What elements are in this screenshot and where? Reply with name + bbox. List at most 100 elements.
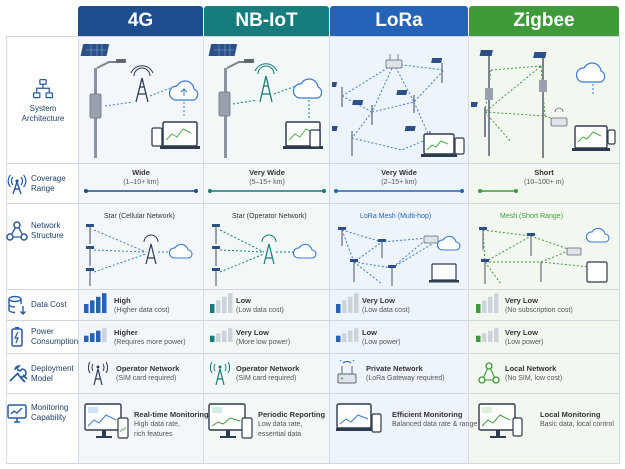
grid-line	[203, 36, 204, 464]
network-lora-title: LoRa Mesh (Multi-hop)	[360, 213, 432, 220]
level-bar	[488, 296, 493, 313]
coverage-lora-sub: (2–15+ km)	[381, 179, 417, 186]
monitoring-4g-sub: High data rate,	[134, 421, 180, 428]
power-zigbee-title: Very Low	[505, 328, 538, 337]
grid-line	[6, 36, 7, 464]
level-bar	[342, 300, 347, 313]
grid-line	[6, 36, 619, 37]
grid-line	[6, 353, 619, 354]
header-4g: 4G	[78, 6, 203, 36]
level-bar	[84, 335, 89, 342]
level-bar	[336, 335, 341, 342]
grid-line	[6, 463, 619, 464]
level-bar	[90, 333, 95, 342]
deployment-zigbee-sub: (No SIM, low cost)	[505, 375, 563, 382]
monitoring-nbiot-sub2: essential data	[258, 431, 302, 438]
grid-line	[78, 36, 79, 464]
grid-line	[468, 36, 469, 464]
level-bar	[348, 296, 353, 313]
datacost-lora-sub: (Low data cost)	[362, 307, 410, 314]
level-bar	[222, 330, 227, 342]
network-nbiot-diagram	[206, 222, 328, 288]
datacost-nbiot-title: Low	[236, 296, 251, 305]
local-network-icon	[478, 360, 500, 386]
datacost-zigbee-level	[476, 293, 500, 315]
grid-line	[6, 320, 619, 321]
level-bar	[354, 293, 359, 313]
datacost-zigbee-sub: (No subscription cost)	[505, 307, 573, 314]
gateway-icon	[336, 360, 358, 386]
antenna-icon	[7, 174, 27, 195]
coverage-nbiot-title: Very Wide	[249, 168, 285, 177]
monitoring-zigbee-title: Local Monitoring	[540, 410, 601, 419]
datacost-4g-title: High	[114, 296, 131, 305]
level-bar	[342, 333, 347, 342]
level-bar	[210, 304, 215, 313]
dashboard-device-icon	[478, 402, 524, 442]
level-bar	[96, 330, 101, 342]
deployment-4g-title: Operator Network	[116, 364, 180, 373]
level-bar	[476, 335, 481, 342]
monitoring-zigbee-sub: Basic data, local control	[540, 421, 614, 428]
power-nbiot-level	[210, 328, 234, 344]
level-bar	[96, 296, 101, 313]
coverage-zigbee-sub: (10–100+ m)	[524, 179, 564, 186]
network-4g-title: Star (Cellular Network)	[104, 213, 175, 220]
level-bar	[228, 328, 233, 342]
tower-icon	[88, 360, 108, 386]
dashboard-device-icon	[84, 402, 130, 442]
level-bar	[228, 293, 233, 313]
level-bar	[222, 296, 227, 313]
power-lora-level	[336, 328, 360, 344]
monitoring-lora-title: Efficient Monitoring	[392, 410, 463, 419]
power-zigbee-level	[476, 328, 500, 344]
header-lora: LoRa	[330, 6, 468, 36]
level-bar	[210, 335, 215, 342]
grid-line	[619, 36, 620, 464]
level-bar	[482, 333, 487, 342]
level-bar	[102, 293, 107, 313]
coverage-zigbee-title: Short	[534, 168, 554, 177]
datacost-lora-level	[336, 293, 360, 315]
network-nodes-icon	[6, 221, 28, 241]
datacost-lora-title: Very Low	[362, 296, 395, 305]
level-bar	[348, 330, 353, 342]
power-nbiot-title: Very Low	[236, 328, 269, 337]
level-bar	[84, 304, 89, 313]
level-bar	[216, 333, 221, 342]
architecture-nbiot	[206, 40, 328, 162]
coverage-4g-bar	[84, 188, 198, 194]
dashboard-device-icon	[336, 402, 382, 442]
header-zigbee: Zigbee	[469, 6, 619, 36]
power-4g-level	[84, 328, 108, 344]
power-lora-sub: (Low power)	[362, 339, 401, 346]
network-zigbee-diagram	[471, 222, 617, 288]
power-4g-sub: (Requires more power)	[114, 339, 186, 346]
architecture-4g	[80, 40, 202, 162]
coverage-lora-title: Very Wide	[381, 168, 417, 177]
level-bar	[482, 300, 487, 313]
deployment-lora-title: Private Network	[366, 364, 423, 373]
datacost-nbiot-level	[210, 293, 234, 315]
row-label-datacost: Data Cost	[6, 290, 80, 319]
monitoring-4g-sub2: rich features	[134, 431, 173, 438]
level-bar	[494, 293, 499, 313]
datacost-zigbee-title: Very Low	[505, 296, 538, 305]
coverage-4g-sub: (1–10+ km)	[123, 179, 159, 186]
level-bar	[102, 328, 107, 342]
architecture-zigbee	[471, 40, 617, 162]
network-zigbee-title: Mesh (Short Range)	[500, 213, 564, 220]
wrench-screwdriver-icon	[9, 364, 28, 383]
header-nbiot: NB-IoT	[204, 6, 329, 36]
database-cost-icon	[8, 295, 26, 315]
monitor-chart-icon	[7, 404, 27, 423]
grid-line	[329, 36, 330, 464]
level-bar	[476, 304, 481, 313]
monitoring-nbiot-title: Periodic Reporting	[258, 410, 326, 419]
hierarchy-icon	[32, 78, 54, 99]
coverage-lora-bar	[334, 188, 464, 194]
